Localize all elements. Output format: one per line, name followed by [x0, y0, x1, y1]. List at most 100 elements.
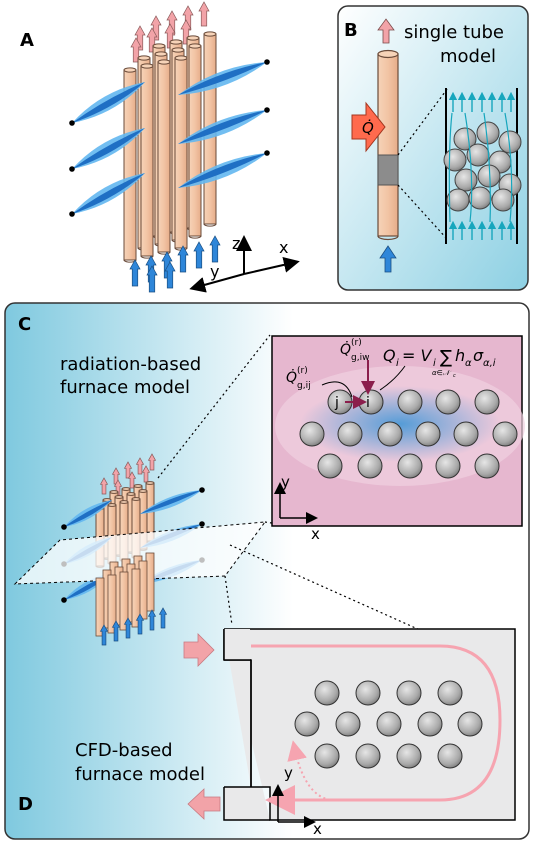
panel-b-letter: B — [344, 20, 358, 41]
tube — [140, 65, 154, 257]
flame-right-2-core — [178, 110, 267, 144]
tube-cap — [109, 490, 119, 494]
tube-lower — [131, 568, 141, 628]
inlet-arrow — [129, 259, 141, 287]
tube-bottom — [203, 223, 217, 227]
axis-y-label: y — [210, 262, 219, 281]
burner-dot — [199, 521, 205, 527]
flow-streamline — [448, 112, 453, 223]
tube-lower — [107, 574, 117, 634]
outlet-legend-arrow — [377, 18, 395, 44]
cfd-tube-cross-section — [355, 680, 381, 706]
tube-cap — [138, 489, 148, 493]
tube-cross-section — [337, 421, 363, 447]
tube-cap — [152, 43, 166, 49]
single-tube — [377, 49, 399, 241]
tube-cap — [203, 31, 217, 37]
panel-c-title-line1: radiation-based — [60, 354, 201, 375]
tube-cap — [131, 497, 141, 501]
tube-cap — [188, 43, 202, 49]
mini-outlet-arrow — [141, 465, 151, 483]
mini-inlet-arrow — [99, 624, 109, 646]
tube-cross-section — [435, 453, 461, 479]
axis-triad: z x y — [189, 234, 300, 293]
cfd-tube-cross-section — [314, 680, 340, 706]
mini-inlet-arrow — [123, 617, 133, 639]
label-q-iw-sup: (r) — [351, 338, 362, 348]
cfd-outlet-arrow — [187, 788, 221, 820]
panel-b-title-line1: single tube — [404, 22, 504, 43]
cfd-tube-cross-section — [376, 711, 402, 737]
packed-bed-detail — [443, 88, 522, 244]
radiation-model-box: j i Q̇ (r) g,ij Q̇ (r) g,iw Q i = V i ∑ … — [271, 335, 525, 543]
panel-d-letter: D — [18, 794, 33, 815]
tube-cross-section — [397, 453, 423, 479]
recirculation-streamline — [287, 740, 331, 801]
zoom-line-top — [397, 87, 449, 156]
cfd-tube-cross-section — [457, 711, 483, 737]
cfd-inlet-arrow — [183, 633, 215, 667]
label-q-ij-sub: g,ij — [297, 381, 311, 391]
tube-cross-section — [435, 389, 461, 415]
tube-cross-section — [453, 421, 479, 447]
cfd-tube-cross-section — [294, 711, 320, 737]
tube-cross-section — [377, 421, 403, 447]
cfd-tube-cross-section — [417, 711, 443, 737]
eq-v-sub: i — [433, 358, 436, 369]
catalyst-pellet — [453, 127, 477, 151]
tube-cap — [137, 55, 151, 61]
cfd-axis-y: y — [284, 764, 293, 782]
heat-input-arrow — [351, 101, 386, 153]
mini-flame-left-1-core — [64, 500, 112, 527]
flame-left-3-core — [72, 173, 145, 214]
label-q-iw-main: Q̇ — [340, 341, 351, 358]
mini-tube-lower — [95, 552, 155, 637]
rad-axis-y: y — [281, 473, 290, 491]
burner-dot — [264, 150, 270, 156]
node-i-label: i — [366, 395, 370, 411]
tube-cap — [186, 35, 200, 41]
label-q-ij-main: Q̇ — [286, 369, 297, 386]
burner-dot — [264, 59, 270, 65]
mini-flame-right-1-core — [140, 490, 202, 514]
panel-d-title-line2: furnace model — [75, 764, 205, 785]
panel-a-letter: A — [20, 30, 34, 51]
label-q-iw-sub: g,iw — [351, 353, 369, 363]
catalyst-pellet — [491, 188, 515, 212]
eq-sigma: σ — [473, 346, 484, 365]
catalyst-pellet — [454, 168, 478, 192]
inlet-arrow — [164, 261, 176, 289]
tube-cap — [126, 492, 136, 496]
panel-b-title-line2: model — [440, 46, 496, 67]
tube-bundle — [123, 31, 217, 263]
flame-left-2-core — [72, 128, 145, 169]
tube-cross-section — [299, 421, 325, 447]
eq-sigma-sub: α,i — [483, 358, 496, 369]
catalyst-pellet — [476, 121, 500, 145]
tube-cap — [114, 495, 124, 499]
tube-cross-section — [415, 421, 441, 447]
tube-cap — [133, 484, 143, 488]
eq-sum-sub2: c — [453, 373, 456, 379]
mini-outlet-arrow — [135, 457, 145, 475]
eq-q: Q — [383, 346, 396, 365]
mini-inlet-arrow — [147, 609, 157, 631]
mini-outlet-arrow — [147, 453, 157, 471]
tube-cap — [123, 67, 137, 73]
flow-streamline — [483, 112, 491, 223]
tube-cap — [169, 39, 183, 45]
panel-d-title-line1: CFD-based — [75, 740, 173, 761]
burner-dot — [69, 120, 75, 126]
cross-section-plane — [13, 521, 267, 585]
catalyst-pellet — [468, 186, 492, 210]
cfd-model-box: y x — [183, 628, 516, 838]
burner-flames — [69, 59, 270, 217]
axis-z-label: z — [232, 234, 240, 253]
catalyst-pellet — [443, 148, 467, 172]
eq-sum-sub: α∈𝒩 — [432, 369, 452, 377]
inlet-arrow — [209, 235, 221, 263]
inlet-arrows — [129, 235, 221, 293]
eq-h: h — [455, 346, 465, 365]
cfd-tube-cross-section — [335, 711, 361, 737]
zoom-line-bottom — [397, 184, 449, 241]
